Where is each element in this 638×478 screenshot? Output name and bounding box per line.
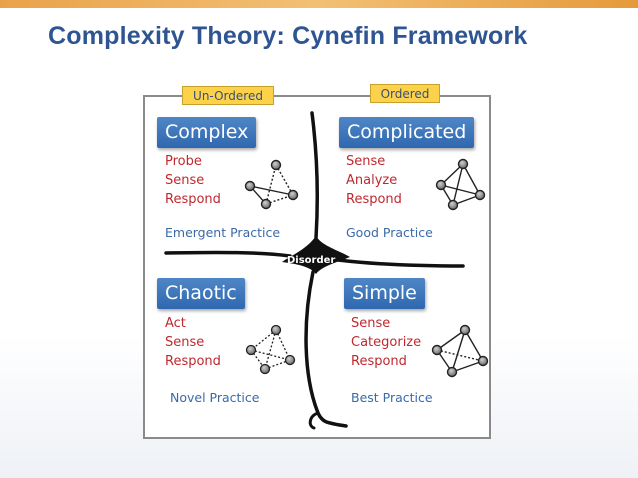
chaotic-step-3: Respond (165, 354, 221, 369)
complicated-step-3: Respond (346, 192, 402, 207)
complex-step-2: Sense (165, 173, 205, 188)
ordered-tag: Ordered (370, 84, 440, 103)
complicated-network-icon (435, 158, 486, 211)
simple-step-1: Sense (351, 316, 391, 331)
complicated-step-2: Analyze (346, 173, 398, 188)
complicated-step-1: Sense (346, 154, 386, 169)
simple-step-2: Categorize (351, 335, 422, 350)
slide-title: Complexity Theory: Cynefin Framework (48, 22, 528, 50)
un-ordered-tag: Un-Ordered (182, 86, 274, 105)
chaotic-practice: Novel Practice (170, 390, 260, 405)
complicated-steps: Sense Analyze Respond (346, 152, 402, 209)
simple-network-icon (431, 324, 489, 378)
simple-steps: Sense Categorize Respond (351, 314, 421, 371)
simple-step-3: Respond (351, 354, 407, 369)
complex-domain-box: Complex (157, 117, 257, 148)
chaotic-step-1: Act (165, 316, 186, 331)
simple-domain-box: Simple (344, 278, 425, 309)
complicated-domain-box: Complicated (339, 117, 475, 148)
disorder-region (282, 236, 350, 274)
chaotic-step-2: Sense (165, 335, 205, 350)
complicated-practice: Good Practice (346, 225, 433, 240)
complex-steps: Probe Sense Respond (165, 152, 221, 209)
top-accent-bar (0, 0, 638, 8)
chaotic-network-icon (245, 324, 296, 375)
disorder-label: Disorder (287, 255, 336, 266)
complex-network-icon (244, 159, 299, 210)
simple-practice: Best Practice (351, 390, 433, 405)
complex-practice: Emergent Practice (165, 225, 281, 240)
complex-step-3: Respond (165, 192, 221, 207)
chaotic-steps: Act Sense Respond (165, 314, 221, 371)
chaotic-domain-box: Chaotic (157, 278, 245, 309)
complex-step-1: Probe (165, 154, 202, 169)
